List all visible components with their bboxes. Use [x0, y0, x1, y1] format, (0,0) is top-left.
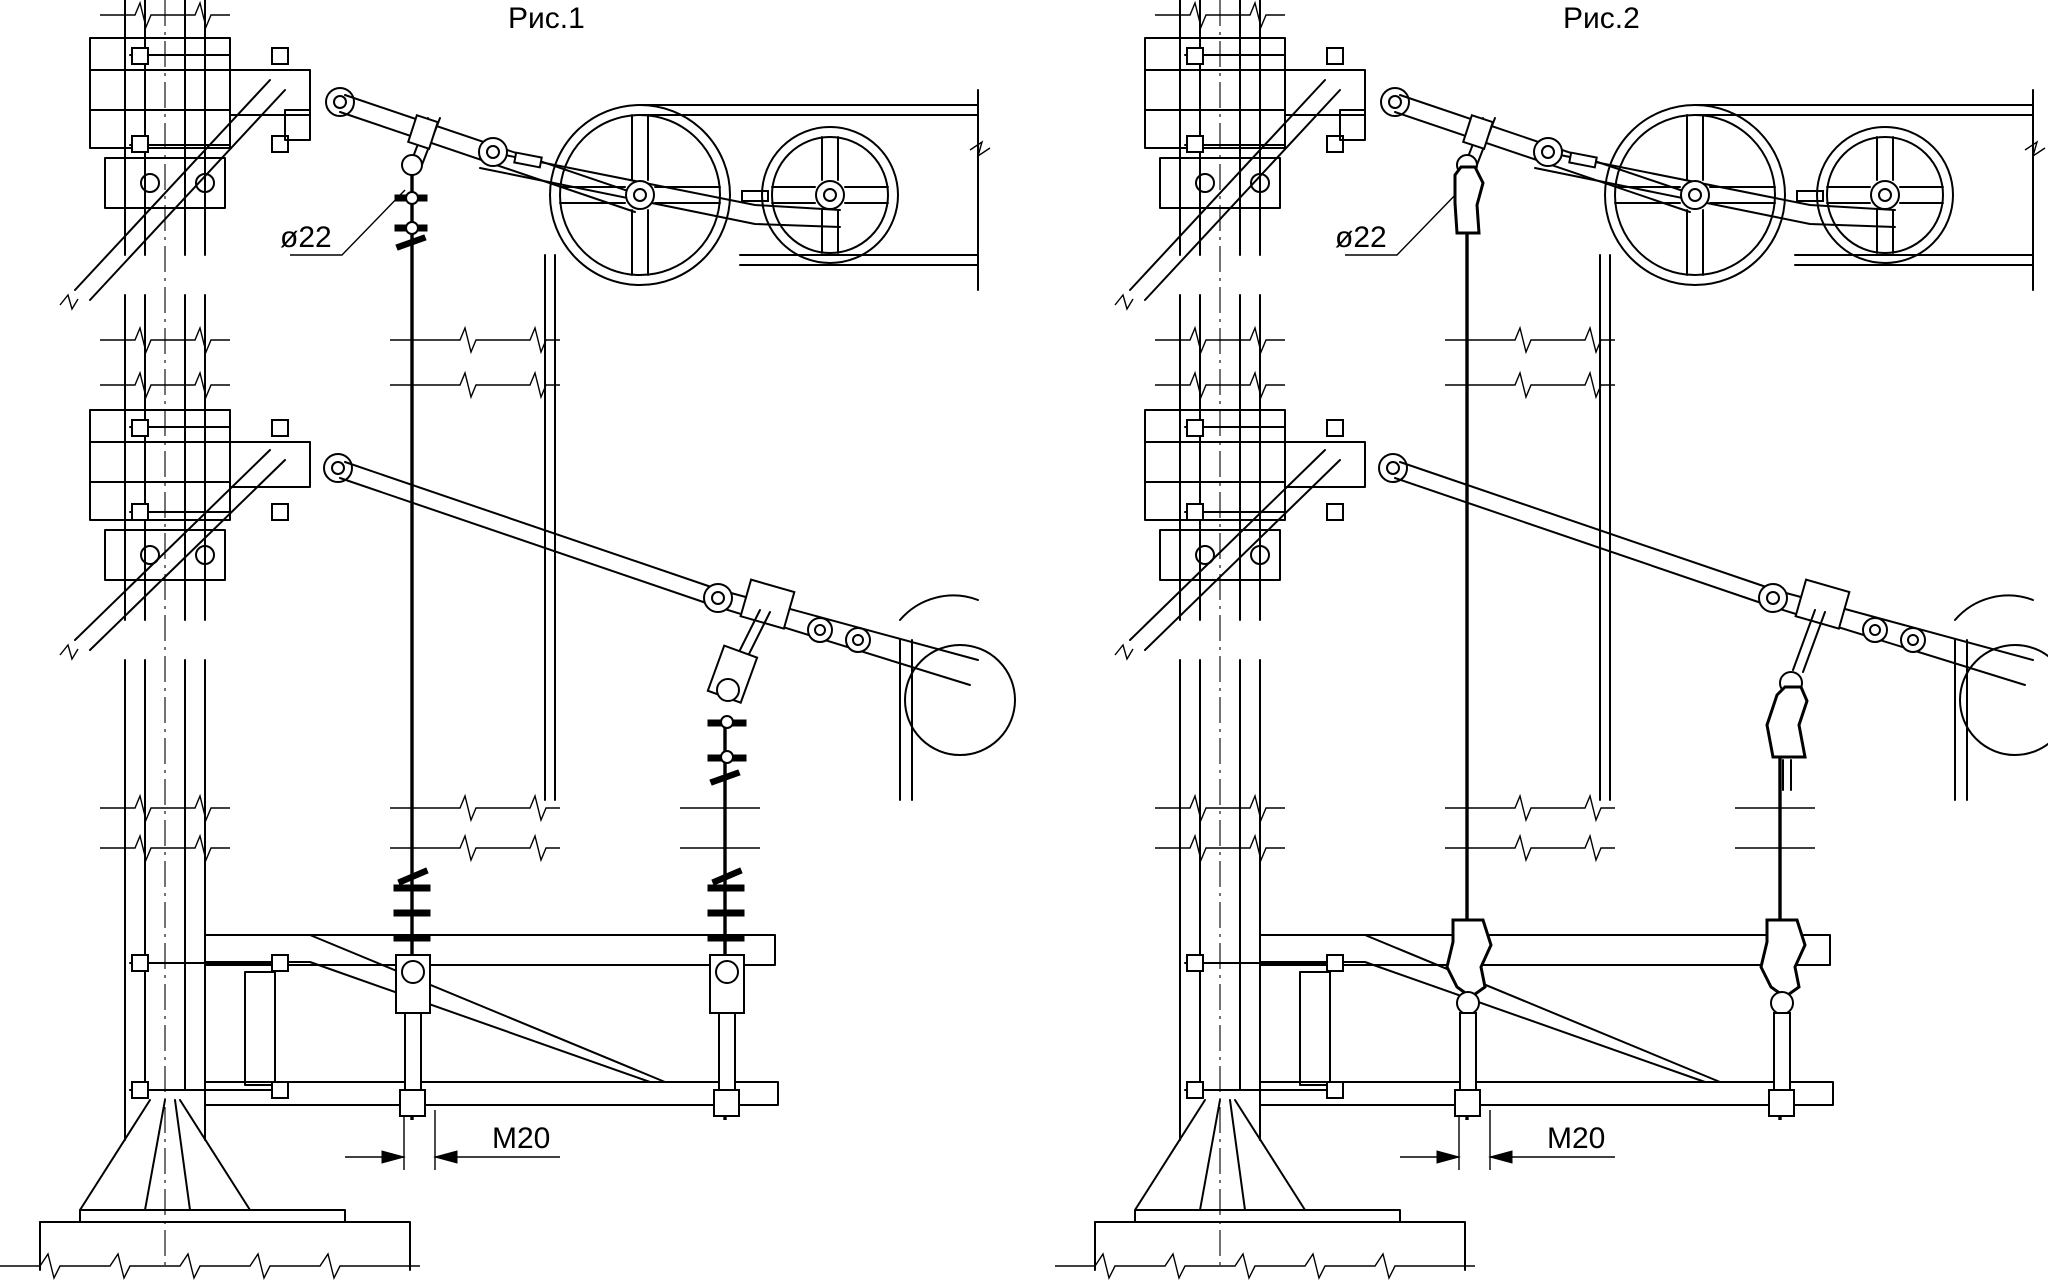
figure-2: Рис.2 ø22 M20 [1053, 0, 2048, 1280]
figure-2-title: Рис.2 [1563, 2, 1640, 35]
figure-1-diameter-label: ø22 [280, 221, 332, 254]
figure-2-thread-label: M20 [1547, 1122, 1605, 1155]
figure-2-diameter-label: ø22 [1335, 221, 1387, 254]
figure-1-thread-label: M20 [492, 1122, 550, 1155]
figure-2-structure [1053, 0, 2048, 1280]
figure-1: Рис.1 ø22 M20 [0, 0, 1017, 1280]
figure-1-title: Рис.1 [508, 2, 585, 35]
figure-1-structure [0, 0, 1017, 1280]
